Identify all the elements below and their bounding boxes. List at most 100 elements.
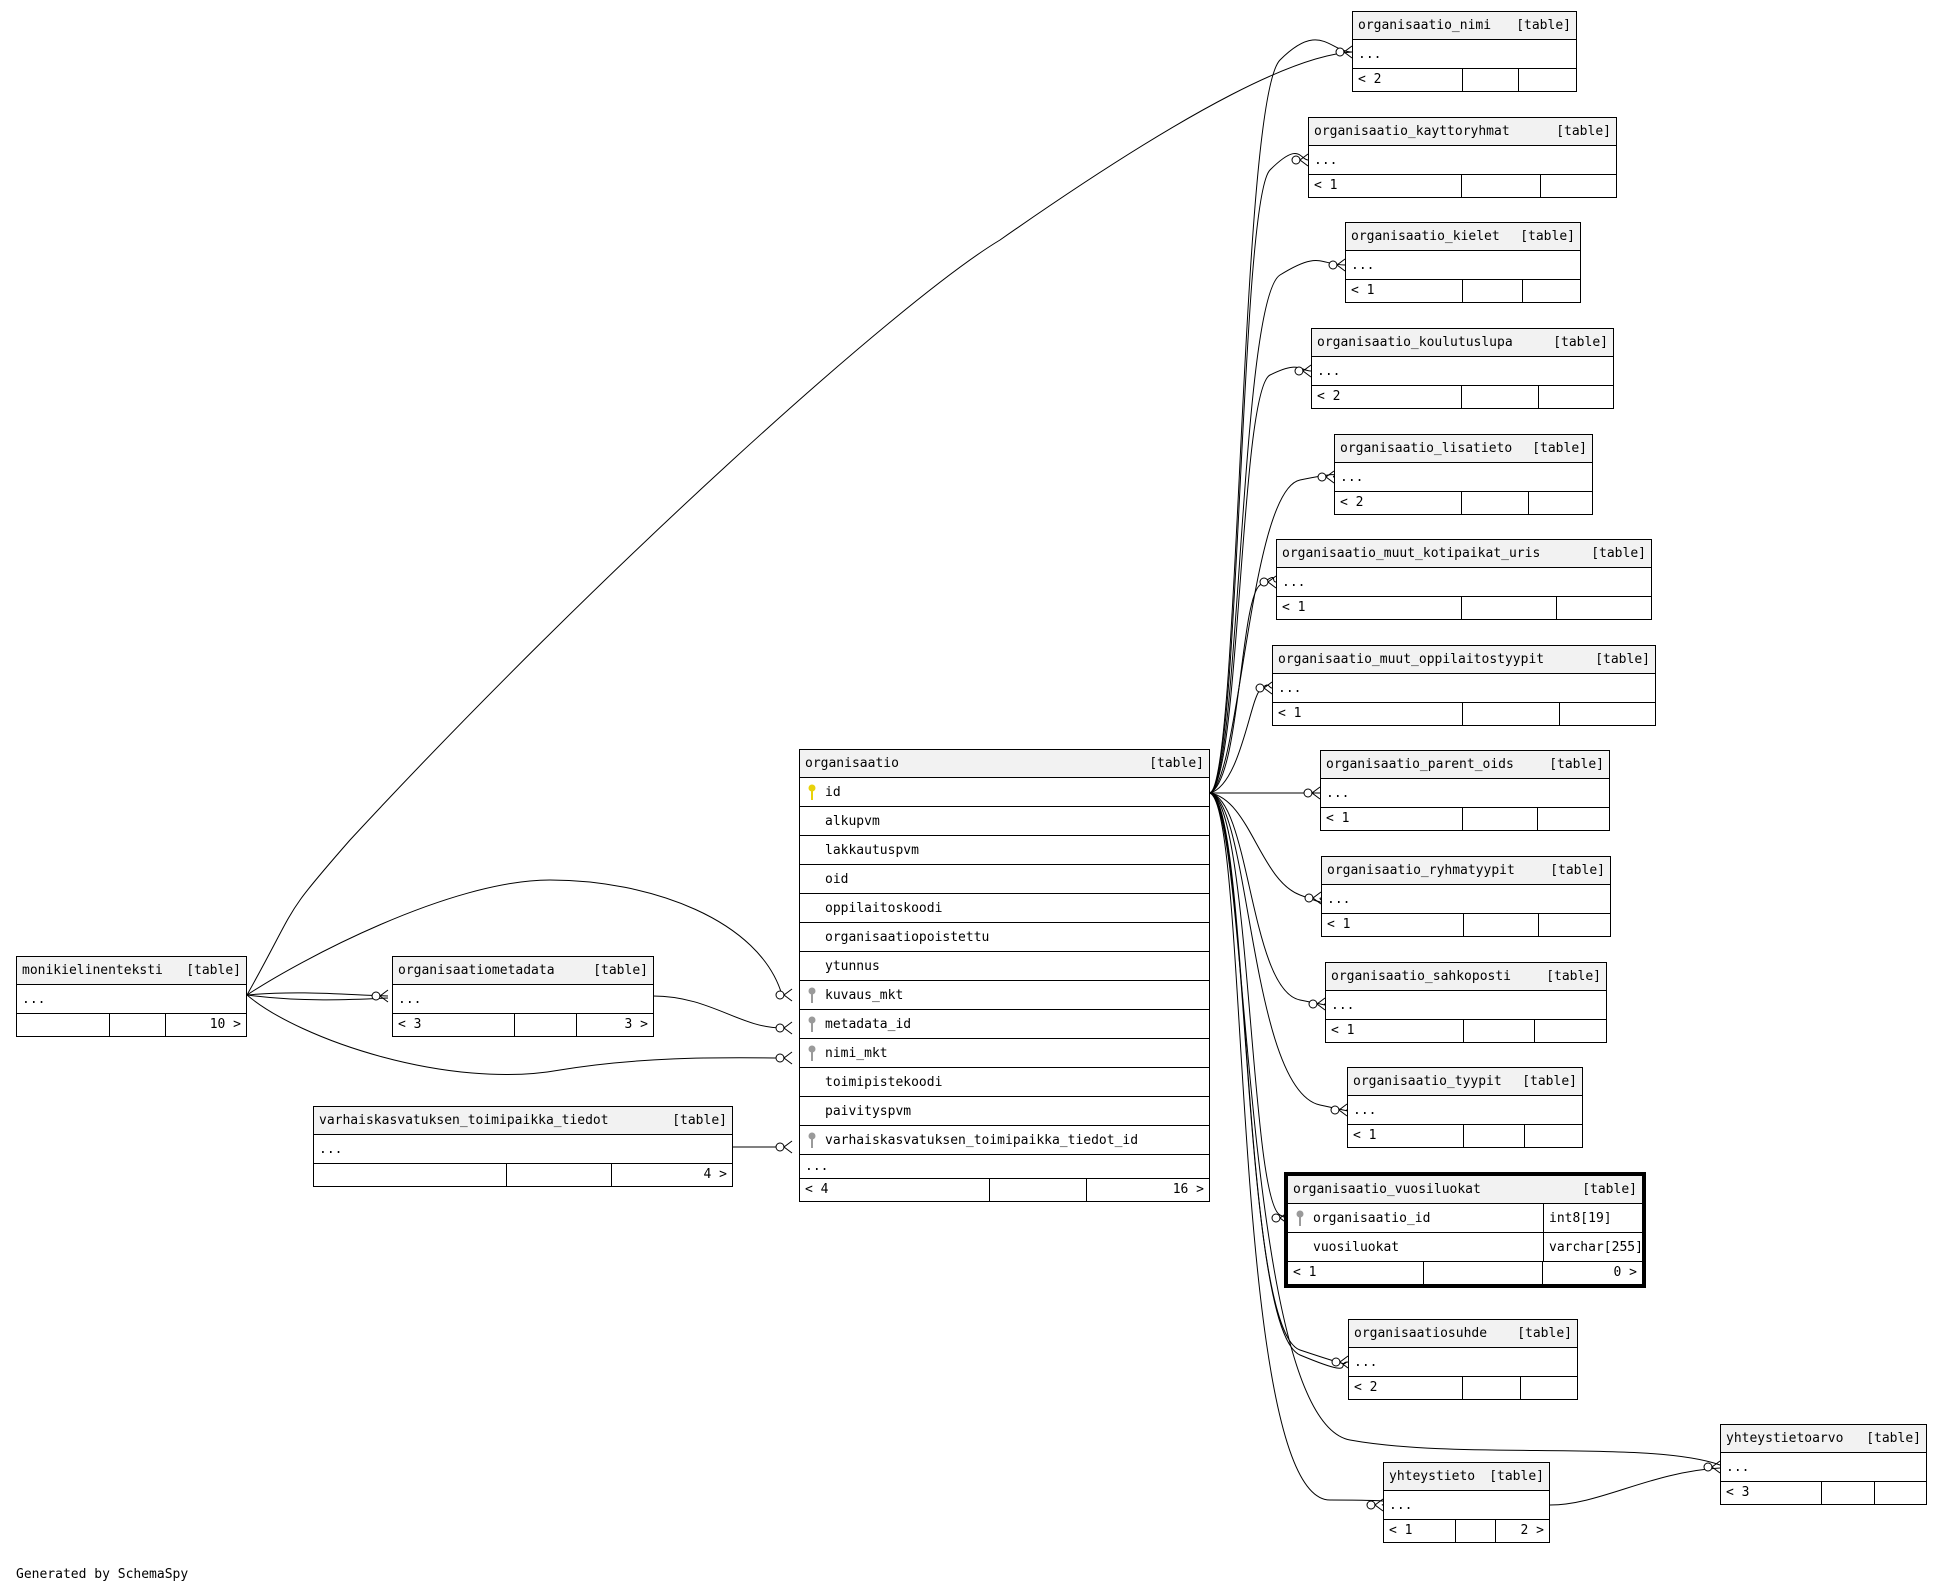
table-organisaatio-kayttoryhmat[interactable]: organisaatio_kayttoryhmat[table] ... < 1: [1308, 117, 1617, 198]
column-name: alkupvm: [825, 814, 880, 829]
columns-ellipsis: ...: [314, 1135, 732, 1164]
footer-middle: [1456, 1520, 1496, 1542]
foreign-key-icon: [808, 1045, 816, 1061]
columns-ellipsis: ...: [1349, 1348, 1577, 1377]
column-oid: oid: [800, 865, 1209, 894]
table-footer: < 1 0 >: [1288, 1262, 1642, 1284]
column-vuosiluokat: vuosiluokat varchar[255]: [1288, 1233, 1642, 1262]
table-name: organisaatiometadata: [398, 963, 555, 978]
parents-count: < 1: [1288, 1262, 1424, 1284]
columns-ellipsis: ...: [1312, 357, 1613, 386]
table-type-label: [table]: [1556, 124, 1611, 139]
column-name: organisaatio_id: [1313, 1211, 1431, 1226]
children-count: 2 >: [1520, 1523, 1544, 1538]
children-count: 4 >: [703, 1167, 727, 1182]
table-varhaiskasvatuksen-toimipaikka-tiedot[interactable]: varhaiskasvatuksen_toimipaikka_tiedot[ta…: [313, 1106, 733, 1187]
table-type-label: [table]: [1582, 1182, 1637, 1197]
columns-ellipsis: ...: [1346, 251, 1580, 280]
columns-ellipsis: ...: [1353, 40, 1576, 69]
table-footer: 10 >: [17, 1014, 246, 1036]
table-header: yhteystieto[table]: [1384, 1463, 1549, 1491]
table-organisaatio-koulutuslupa[interactable]: organisaatio_koulutuslupa[table] ... < 2: [1311, 328, 1614, 409]
parents-count: < 1: [1273, 703, 1463, 725]
table-name: organisaatio: [805, 756, 899, 771]
column-toimipistekoodi: toimipistekoodi: [800, 1068, 1209, 1097]
parents-count: < 2: [1353, 69, 1463, 91]
columns-ellipsis: ...: [1326, 991, 1606, 1020]
table-header: varhaiskasvatuksen_toimipaikka_tiedot[ta…: [314, 1107, 732, 1135]
column-organisaatiopoistettu: organisaatiopoistettu: [800, 923, 1209, 952]
footer-middle: [1462, 492, 1529, 514]
footer-middle: [1463, 808, 1538, 830]
table-organisaatio-parent-oids[interactable]: organisaatio_parent_oids[table] ... < 1: [1320, 750, 1610, 831]
table-type-label: [table]: [1866, 1431, 1921, 1446]
columns-ellipsis: ...: [1384, 1491, 1549, 1520]
footer-middle: [1424, 1262, 1543, 1284]
children-count: [1525, 1125, 1582, 1147]
table-type-label: [table]: [1553, 335, 1608, 350]
table-yhteystietoarvo[interactable]: yhteystietoarvo[table] ... < 3: [1720, 1424, 1927, 1505]
table-organisaatio-lisatieto[interactable]: organisaatio_lisatieto[table] ... < 2: [1334, 434, 1593, 515]
column-kuvaus-mkt: kuvaus_mkt: [800, 981, 1209, 1010]
parents-count: [314, 1164, 507, 1186]
table-organisaatio-muut-kotipaikat-uris[interactable]: organisaatio_muut_kotipaikat_uris[table]…: [1276, 539, 1652, 620]
table-name: organisaatiosuhde: [1354, 1326, 1488, 1341]
table-organisaatio-vuosiluokat[interactable]: organisaatio_vuosiluokat[table] organisa…: [1284, 1172, 1646, 1288]
column-name: nimi_mkt: [825, 1046, 888, 1061]
columns-ellipsis: ...: [1273, 674, 1655, 703]
table-name: monikielinenteksti: [22, 963, 163, 978]
table-name: yhteystietoarvo: [1726, 1431, 1844, 1446]
parents-count: < 1: [1326, 1020, 1464, 1042]
column-type: varchar[255]: [1543, 1233, 1642, 1261]
foreign-key-icon: [1296, 1210, 1304, 1226]
children-count: [1535, 1020, 1606, 1042]
parents-count: < 1: [1346, 280, 1463, 302]
table-footer: < 1: [1348, 1125, 1582, 1147]
table-organisaatio-muut-oppilaitostyypit[interactable]: organisaatio_muut_oppilaitostyypit[table…: [1272, 645, 1656, 726]
columns-ellipsis: ...: [1321, 779, 1609, 808]
table-header: organisaatio_nimi[table]: [1353, 12, 1576, 40]
column-name: oppilaitoskoodi: [825, 901, 943, 916]
table-footer: 4 >: [314, 1164, 732, 1186]
children-count: 0 >: [1613, 1265, 1637, 1280]
column-name: varhaiskasvatuksen_toimipaikka_tiedot_id: [825, 1133, 1139, 1148]
table-type-label: [table]: [1591, 546, 1646, 561]
children-count: [1539, 386, 1613, 408]
table-footer: < 2: [1349, 1377, 1577, 1399]
table-header: organisaatio_koulutuslupa[table]: [1312, 329, 1613, 357]
table-organisaatio-nimi[interactable]: organisaatio_nimi[table] ... < 2: [1352, 11, 1577, 92]
table-type-label: [table]: [1549, 757, 1604, 772]
columns-ellipsis: ...: [1348, 1096, 1582, 1125]
table-header: organisaatiometadata[table]: [393, 957, 653, 985]
parents-count: < 2: [1349, 1377, 1463, 1399]
column-metadata-id: metadata_id: [800, 1010, 1209, 1039]
table-organisaatio-ryhmatyypit[interactable]: organisaatio_ryhmatyypit[table] ... < 1: [1321, 856, 1611, 937]
parents-count: < 3: [393, 1014, 515, 1036]
parents-count: < 2: [1335, 492, 1462, 514]
columns-ellipsis: ...: [1335, 463, 1592, 492]
table-organisaatiosuhde[interactable]: organisaatiosuhde[table] ... < 2: [1348, 1319, 1578, 1400]
table-header: organisaatio_kielet[table]: [1346, 223, 1580, 251]
parents-count: < 1: [1348, 1125, 1464, 1147]
table-header: organisaatio[table]: [800, 750, 1209, 778]
table-footer: < 1: [1277, 597, 1651, 619]
columns-ellipsis: ...: [1322, 885, 1610, 914]
table-type-label: [table]: [1532, 441, 1587, 456]
parents-count: < 4: [800, 1179, 990, 1201]
footer-middle: [1463, 280, 1523, 302]
table-organisaatio[interactable]: organisaatio[table] id alkupvm lakkautus…: [799, 749, 1210, 1202]
table-organisaatio-sahkoposti[interactable]: organisaatio_sahkoposti[table] ... < 1: [1325, 962, 1607, 1043]
table-monikielinenteksti[interactable]: monikielinenteksti[table] ... 10 >: [16, 956, 247, 1037]
footer-middle: [1464, 1125, 1525, 1147]
table-organisaatio-tyypit[interactable]: organisaatio_tyypit[table] ... < 1: [1347, 1067, 1583, 1148]
table-footer: < 1: [1322, 914, 1610, 936]
footer-middle: [110, 1014, 166, 1036]
columns-ellipsis: ...: [800, 1155, 1209, 1179]
table-organisaatio-kielet[interactable]: organisaatio_kielet[table] ... < 1: [1345, 222, 1581, 303]
footer-middle: [1464, 914, 1539, 936]
